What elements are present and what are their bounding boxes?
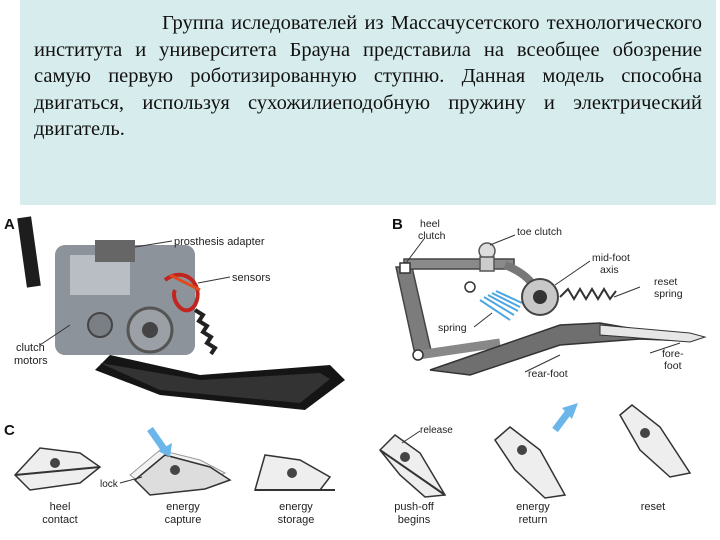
spring-schematic — [479, 290, 523, 321]
panel-c: C lock release — [4, 403, 692, 526]
phase-1-caption-line1: heel — [50, 501, 71, 513]
description-paragraph: Группа иследователей из Массачусетского … — [34, 12, 702, 140]
label-spring: spring — [438, 322, 467, 334]
label-clutch-line2: motors — [14, 355, 48, 367]
panel-b-letter: B — [392, 216, 403, 233]
panel-c-letter: C — [4, 422, 15, 439]
spring-photo — [193, 308, 218, 356]
label-reset-line1: reset — [654, 276, 677, 288]
panel-a: A prosthesis adapter sensors clutch moto… — [4, 216, 345, 410]
phase-6-caption-line1: reset — [641, 501, 665, 513]
phase-3-caption-line1: energy — [279, 501, 313, 513]
phase-energy-return — [494, 403, 578, 499]
robotic-foot-figure: A prosthesis adapter sensors clutch moto… — [4, 216, 707, 526]
label-prosthesis-adapter: prosthesis adapter — [174, 236, 265, 248]
panel-b: B — [392, 216, 707, 380]
phase-reset — [619, 404, 692, 478]
phase-push-off: release — [378, 425, 453, 498]
phase-heel-contact — [13, 447, 102, 491]
phase-5-caption-line1: energy — [516, 501, 550, 513]
label-reset-line2: spring — [654, 288, 683, 300]
upper-link — [403, 258, 515, 270]
phase-3-caption-line2: storage — [278, 514, 315, 526]
label-release: release — [420, 425, 453, 436]
label-mid-foot-line2: axis — [600, 264, 619, 276]
label-mid-foot-line1: mid-foot — [592, 252, 630, 264]
pylon-photo — [17, 216, 41, 288]
phase-energy-capture: lock — [100, 426, 232, 496]
label-heel-line2: clutch — [418, 230, 446, 242]
phase-energy-storage — [254, 454, 335, 491]
label-toe-clutch: toe clutch — [517, 226, 562, 238]
reset-spring — [559, 287, 617, 301]
phase-4-caption-line2: begins — [398, 514, 431, 526]
label-fore-foot-line1: fore- — [662, 348, 684, 360]
text-box: Группа иследователей из Массачусетского … — [20, 0, 716, 205]
label-clutch-line1: clutch — [16, 342, 45, 354]
phase-2-caption-line2: capture — [165, 514, 202, 526]
label-fore-foot-line2: foot — [664, 360, 682, 372]
label-rear-foot: rear-foot — [528, 368, 568, 380]
leg-strut — [395, 266, 433, 360]
phase-5-caption-line2: return — [519, 514, 548, 526]
phase-1-caption-line2: contact — [42, 514, 77, 526]
label-heel-line1: heel — [420, 218, 440, 230]
phase-4-caption-line1: push-off — [394, 501, 434, 513]
phase-2-caption-line1: energy — [166, 501, 200, 513]
panel-a-letter: A — [4, 216, 15, 233]
label-lock: lock — [100, 479, 119, 490]
fore-foot — [599, 324, 707, 343]
label-sensors: sensors — [232, 272, 271, 284]
